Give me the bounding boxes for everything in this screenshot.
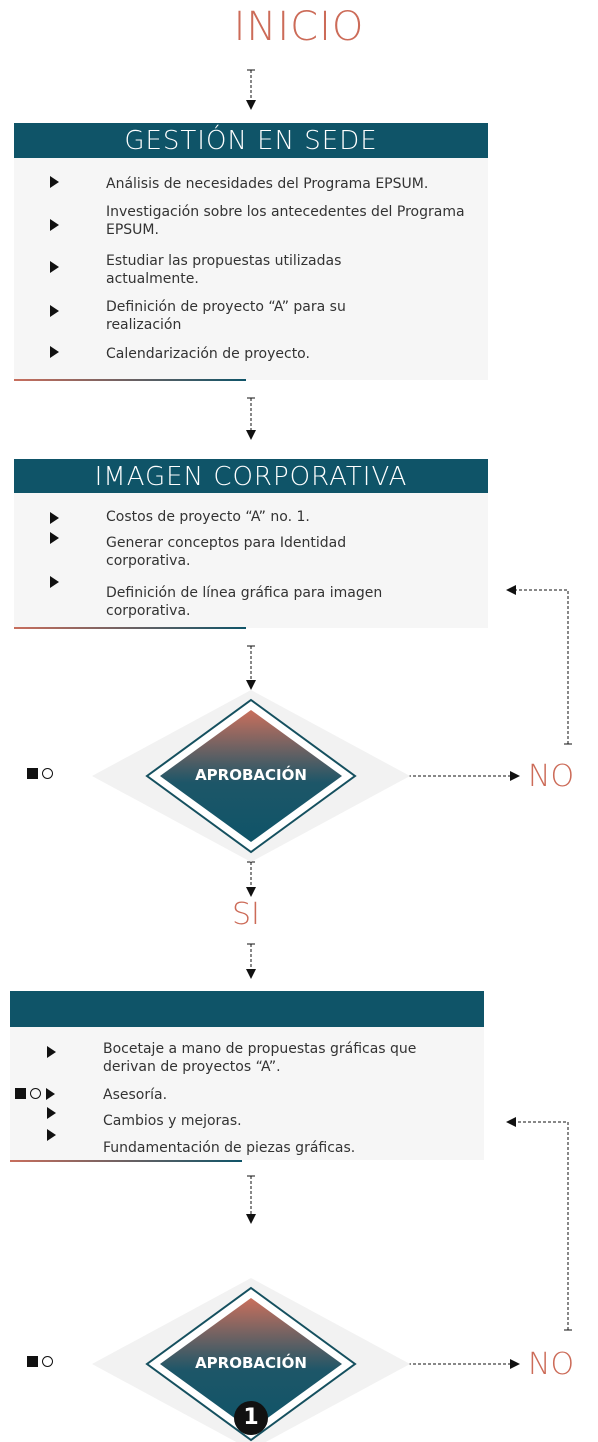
section1-item: Estudiar las propuestas utilizadas actua… bbox=[106, 253, 342, 287]
section1-item: Calendarización de proyecto. bbox=[106, 346, 310, 362]
circle-icon bbox=[42, 768, 53, 779]
section2-item: Costos de proyecto “A” no. 1. bbox=[106, 509, 310, 525]
section3-item: Bocetaje a mano de propuestas gráficas q… bbox=[103, 1041, 417, 1075]
decision1-label: APROBACIÓN bbox=[195, 766, 307, 784]
decision2-no: NO bbox=[528, 1347, 575, 1382]
square-icon bbox=[27, 1356, 38, 1367]
page-connector-badge: 1 bbox=[234, 1401, 268, 1435]
bullet-icon bbox=[50, 261, 59, 273]
bullet-icon bbox=[50, 219, 59, 231]
bullet-icon bbox=[50, 305, 59, 317]
decision2-label: APROBACIÓN bbox=[195, 1354, 307, 1372]
section3-divider bbox=[10, 1160, 242, 1162]
square-icon bbox=[27, 768, 38, 779]
bullet-icon bbox=[50, 346, 59, 358]
section2-panel bbox=[14, 492, 488, 628]
section1-item: Análisis de necesidades del Programa EPS… bbox=[106, 176, 429, 192]
bullet-icon bbox=[50, 512, 59, 524]
bullet-icon bbox=[47, 1129, 56, 1141]
section1-item: Definición de proyecto “A” para su reali… bbox=[106, 299, 346, 333]
section1-header: GESTIÓN EN SEDE bbox=[14, 123, 488, 158]
section3-panel bbox=[10, 1020, 484, 1160]
decision1-yes: SI bbox=[232, 897, 260, 932]
section1-panel bbox=[14, 158, 488, 380]
section3-item: Asesoría. bbox=[103, 1087, 168, 1103]
start-label: INICIO bbox=[233, 4, 365, 50]
section2-item: Generar conceptos para Identidad corpora… bbox=[106, 535, 347, 569]
decision1-diamond bbox=[92, 690, 410, 862]
section1-divider bbox=[14, 379, 246, 381]
section2-header: IMAGEN CORPORATIVA bbox=[14, 459, 488, 493]
bullet-icon bbox=[50, 532, 59, 544]
circle-icon bbox=[42, 1356, 53, 1367]
decision1-no: NO bbox=[528, 759, 575, 794]
section2-divider bbox=[14, 627, 246, 629]
bullet-icon bbox=[47, 1046, 56, 1058]
bullet-icon bbox=[46, 1088, 55, 1100]
circle-icon bbox=[30, 1088, 41, 1099]
bullet-icon bbox=[50, 576, 59, 588]
bullet-icon bbox=[47, 1107, 56, 1119]
section1-item: Investigación sobre los antecedentes del… bbox=[106, 204, 465, 238]
square-icon bbox=[15, 1088, 26, 1099]
bullet-icon bbox=[50, 176, 59, 188]
section3-item: Fundamentación de piezas gráficas. bbox=[103, 1140, 356, 1156]
section3-item: Cambios y mejoras. bbox=[103, 1113, 242, 1129]
section2-item: Definición de línea gráfica para imagen … bbox=[106, 585, 383, 619]
decision2-diamond bbox=[92, 1278, 410, 1442]
section3-header bbox=[10, 991, 484, 1027]
